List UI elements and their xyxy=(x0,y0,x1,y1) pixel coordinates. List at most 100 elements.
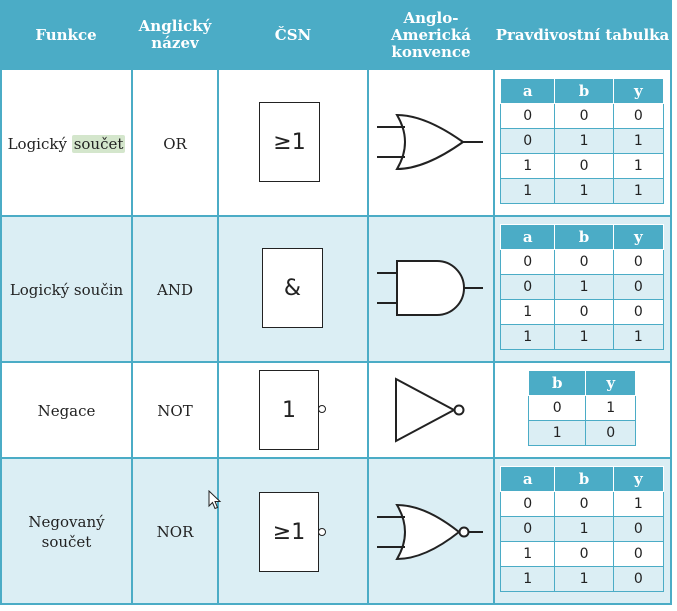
cell-anglicky-or: OR xyxy=(133,72,217,215)
grid-line xyxy=(0,215,672,217)
header-anglo-line1: Anglo- xyxy=(403,8,459,27)
tt-cell: 0 xyxy=(499,516,556,542)
funkce-text: Negace xyxy=(37,401,96,420)
and-gate-icon xyxy=(377,260,483,316)
csn-nor-symbol: ≥1 xyxy=(259,492,319,572)
grid-line xyxy=(131,70,133,605)
anglicky-text: AND xyxy=(157,280,193,299)
tt-cell: 1 xyxy=(554,324,614,350)
tt-cell: 0 xyxy=(499,491,556,517)
header-csn-text: ČSN xyxy=(274,25,312,44)
anglicky-text: NOR xyxy=(156,522,194,541)
tt-cell: 0 xyxy=(554,299,614,325)
csn-and-symbol: & xyxy=(262,248,323,328)
grid-line xyxy=(670,0,672,605)
tt-cell: 1 xyxy=(612,491,665,517)
anglicky-text: OR xyxy=(163,134,187,153)
tt-cell: 0 xyxy=(612,274,665,300)
tt-cell: 1 xyxy=(554,274,614,300)
tt-cell: 0 xyxy=(527,395,587,421)
tt-cell: 0 xyxy=(499,274,556,300)
tt-header: b xyxy=(554,466,614,492)
tt-cell: 0 xyxy=(612,249,665,275)
tt-header: y xyxy=(612,466,665,492)
header-csn: ČSN xyxy=(218,0,368,70)
tt-header: b xyxy=(527,370,587,396)
tt-header: b xyxy=(554,224,614,250)
funkce-text: Logický součin xyxy=(9,280,124,299)
tt-cell: 1 xyxy=(499,324,556,350)
tt-cell: 0 xyxy=(585,420,636,446)
tt-cell: 1 xyxy=(499,153,556,179)
tt-cell: 0 xyxy=(554,541,614,567)
header-anglo-line3: konvence xyxy=(391,42,471,61)
tt-cell: 0 xyxy=(554,153,614,179)
tt-cell: 0 xyxy=(612,541,665,567)
grid-line xyxy=(367,70,369,605)
tt-cell: 1 xyxy=(554,128,614,154)
funkce-text-line1: Negovaný xyxy=(28,512,105,531)
tt-header: a xyxy=(499,78,556,104)
tt-cell: 1 xyxy=(527,420,587,446)
cell-funkce-nor: Negovaný součet xyxy=(2,460,131,603)
tt-cell: 0 xyxy=(554,491,614,517)
tt-header: y xyxy=(612,224,665,250)
tt-cell: 1 xyxy=(612,178,665,204)
csn-not-symbol: 1 xyxy=(259,370,319,450)
funkce-highlight-text: součet xyxy=(71,134,126,153)
header-anglicky-nazev: Anglický název xyxy=(132,0,218,70)
csn-text: & xyxy=(283,275,302,301)
nor-gate-icon xyxy=(377,503,483,561)
header-pravdivostni-tabulka: Pravdivostní tabulka xyxy=(494,0,671,70)
cell-funkce-not: Negace xyxy=(2,364,131,457)
csn-text: ≥1 xyxy=(272,519,306,545)
not-gate-icon xyxy=(395,377,465,443)
tt-cell: 1 xyxy=(612,128,665,154)
header-pravdivostni-text: Pravdivostní tabulka xyxy=(495,25,670,44)
grid-line xyxy=(0,603,672,605)
tt-cell: 1 xyxy=(585,395,636,421)
tt-cell: 1 xyxy=(554,516,614,542)
tt-cell: 0 xyxy=(612,516,665,542)
tt-cell: 1 xyxy=(499,178,556,204)
tt-cell: 1 xyxy=(612,324,665,350)
tt-cell: 1 xyxy=(612,153,665,179)
tt-header: a xyxy=(499,224,556,250)
tt-cell: 0 xyxy=(499,128,556,154)
cell-anglicky-nor: NOR xyxy=(133,460,217,603)
or-gate-icon xyxy=(377,113,483,171)
csn-text: 1 xyxy=(282,397,296,423)
csn-text: ≥1 xyxy=(273,129,306,155)
tt-cell: 0 xyxy=(554,249,614,275)
tt-cell: 1 xyxy=(499,566,556,592)
header-funkce: Funkce xyxy=(0,0,132,70)
grid-line xyxy=(217,70,219,605)
header-anglo-americka: Anglo- Americká konvence xyxy=(368,0,494,70)
negation-bubble-icon xyxy=(318,528,326,536)
header-funkce-text: Funkce xyxy=(35,25,97,44)
funkce-text-line2: součet xyxy=(41,532,92,551)
cell-anglicky-and: AND xyxy=(133,218,217,361)
tt-header: y xyxy=(585,370,636,396)
header-anglo-line2: Americká xyxy=(391,25,471,44)
tt-cell: 1 xyxy=(554,178,614,204)
cell-anglicky-not: NOT xyxy=(133,364,217,457)
anglicky-text: NOT xyxy=(157,401,193,420)
tt-cell: 0 xyxy=(612,103,665,129)
tt-cell: 0 xyxy=(499,249,556,275)
funkce-text: Logický xyxy=(7,134,72,153)
tt-cell: 0 xyxy=(612,566,665,592)
cell-funkce-and: Logický součin xyxy=(2,218,131,361)
csn-or-symbol: ≥1 xyxy=(259,102,320,182)
tt-cell: 0 xyxy=(612,299,665,325)
negation-bubble-icon xyxy=(318,405,326,413)
tt-cell: 1 xyxy=(554,566,614,592)
tt-header: b xyxy=(554,78,614,104)
tt-header: a xyxy=(499,466,556,492)
tt-header: y xyxy=(612,78,665,104)
grid-line xyxy=(0,457,672,459)
